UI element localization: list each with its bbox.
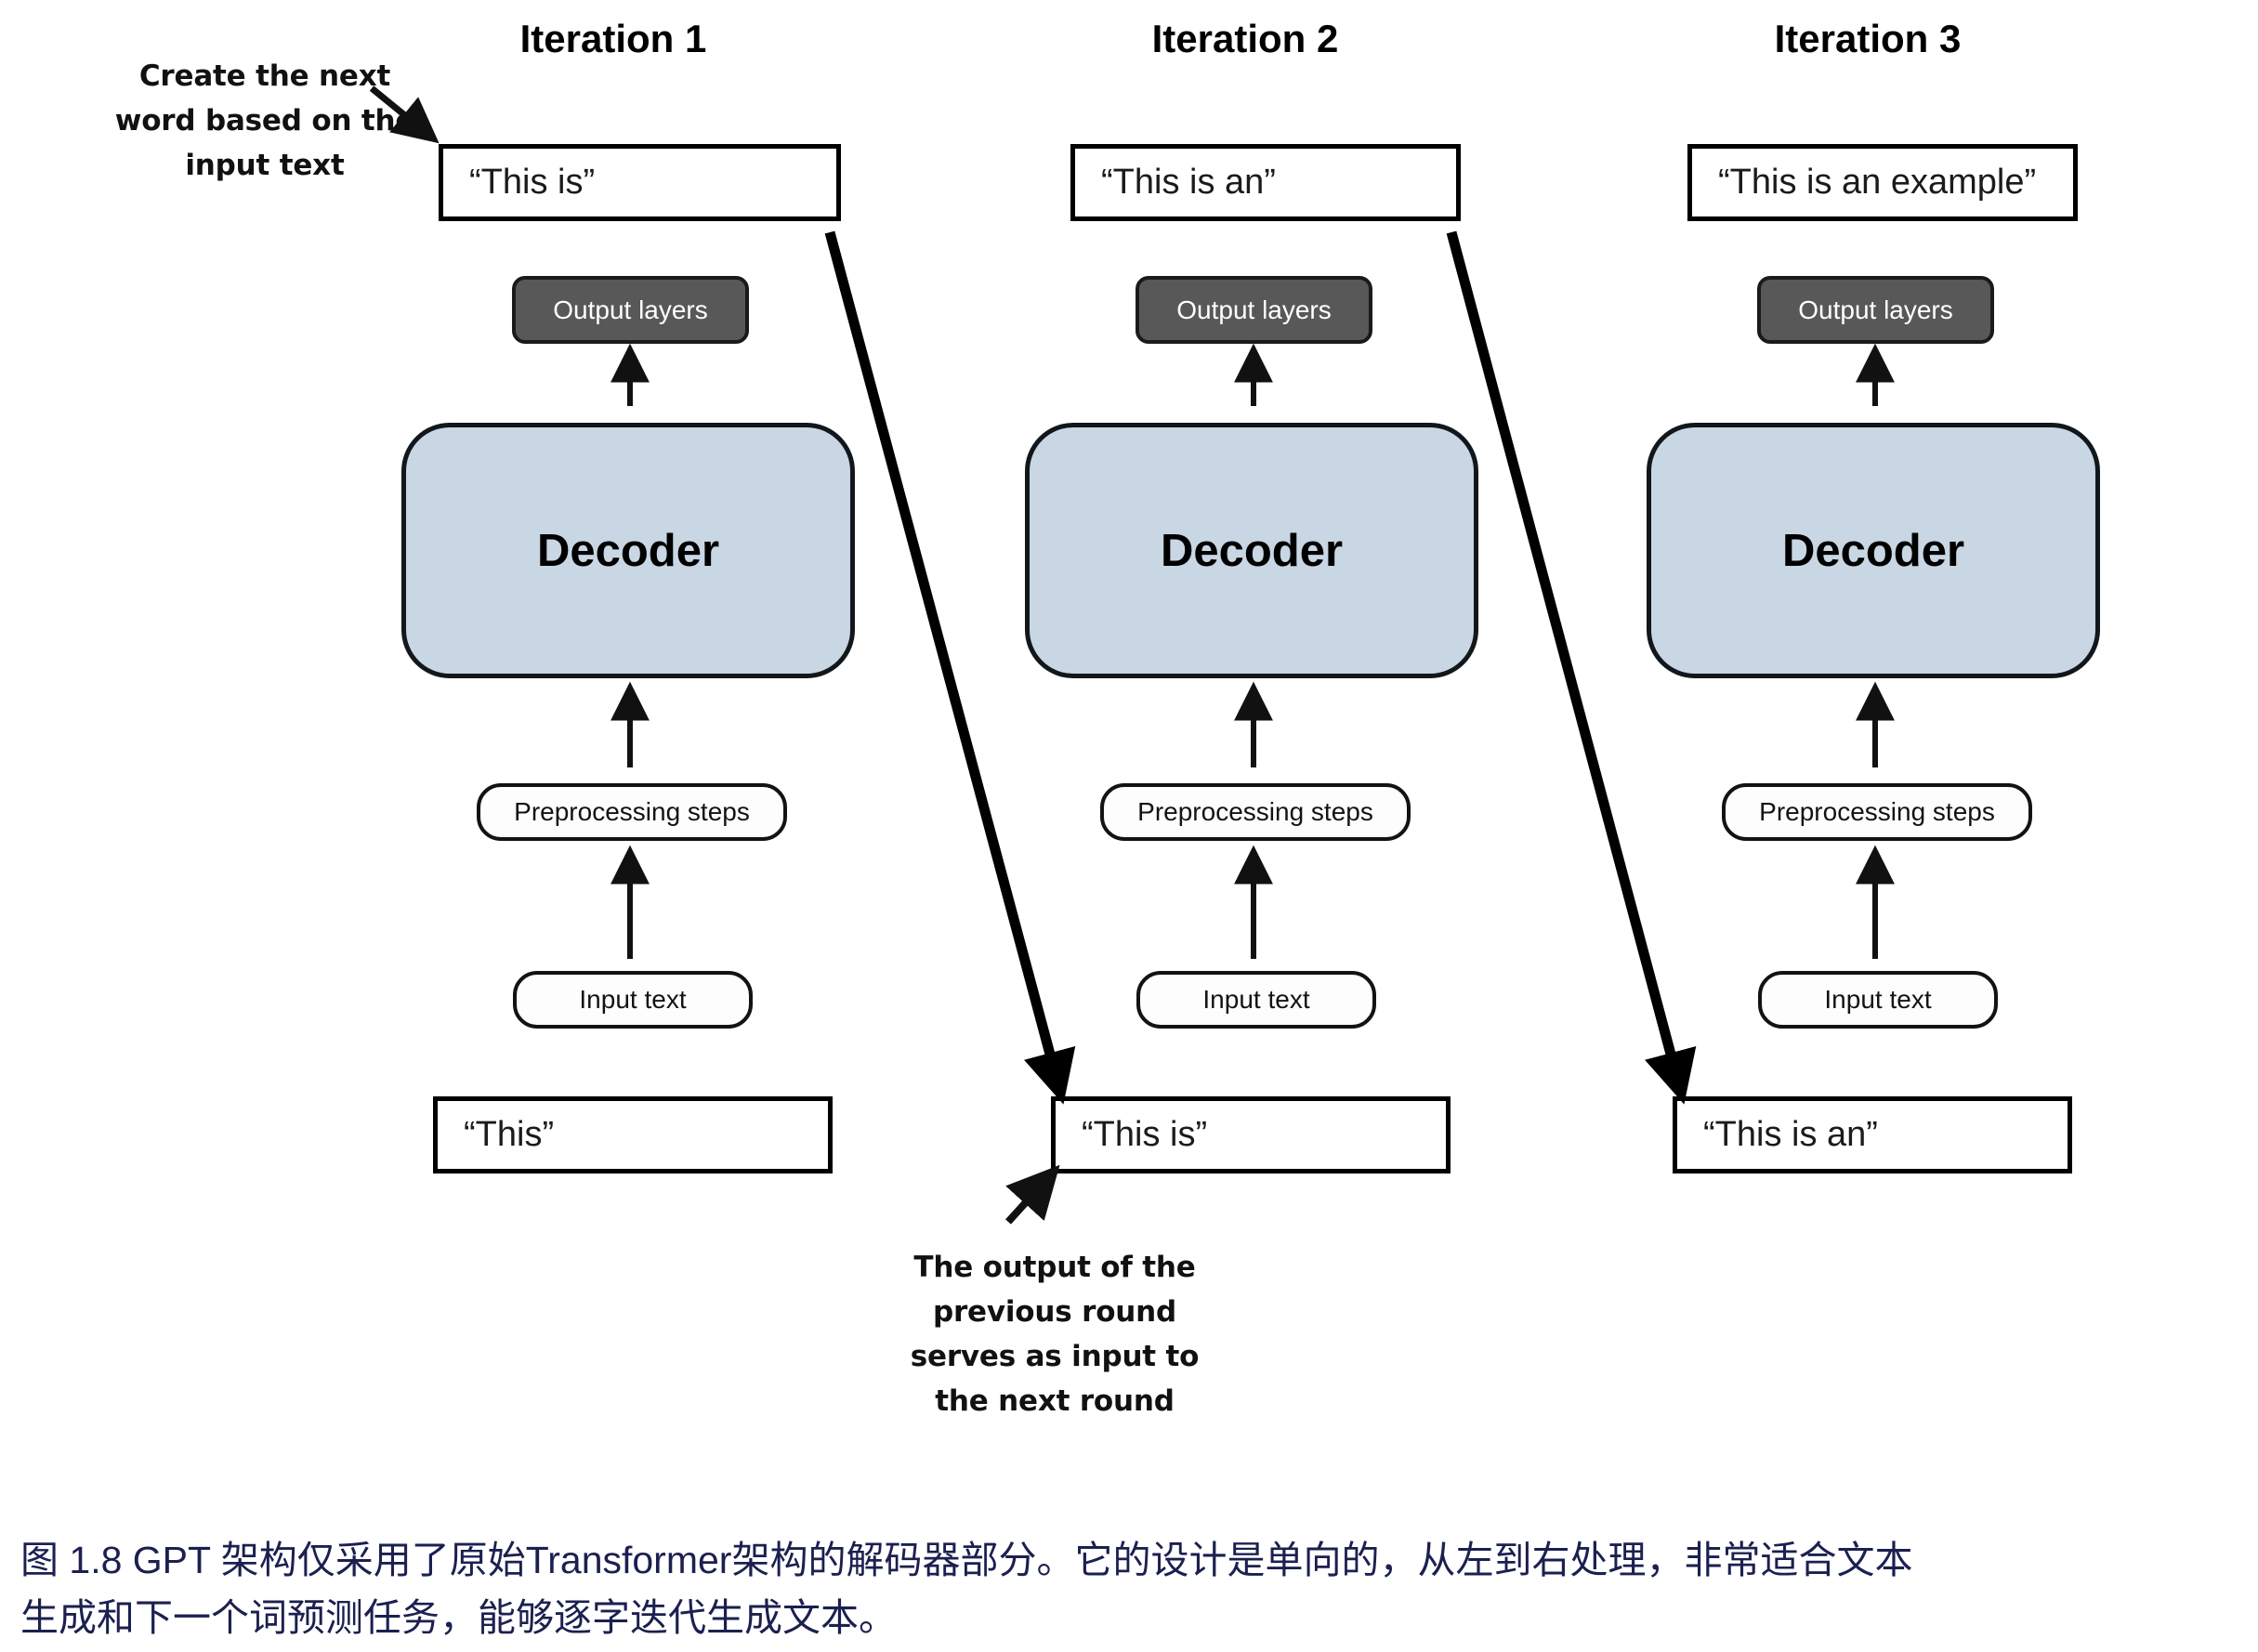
input-value-box-iteration-1: “This” xyxy=(433,1096,833,1173)
preprocessing-box-iteration-3: Preprocessing steps xyxy=(1722,783,2032,841)
output-box-iteration-2: “This is an” xyxy=(1070,144,1461,221)
input-value-box-iteration-2: “This is” xyxy=(1051,1096,1451,1173)
caption-line-2: 生成和下一个词预测任务，能够逐字迭代生成文本。 xyxy=(20,1596,897,1640)
decoder-box-iteration-3: Decoder xyxy=(1647,423,2100,678)
column-title-iteration-1: Iteration 1 xyxy=(519,17,707,60)
decoder-box-iteration-1: Decoder xyxy=(401,423,855,678)
column-title-iteration-3: Iteration 3 xyxy=(1774,17,1962,60)
input-text-box-iteration-1: Input text xyxy=(513,971,753,1029)
annotation-output-feeds-next-round: The output of the previous round serves … xyxy=(910,1251,1200,1419)
input-text-box-iteration-3: Input text xyxy=(1758,971,1998,1029)
arrow-iteration2-output-to-iteration3-input xyxy=(1446,230,1697,1105)
decoder-box-iteration-2: Decoder xyxy=(1025,423,1478,678)
output-box-iteration-3: “This is an example” xyxy=(1687,144,2078,221)
input-value-box-iteration-3: “This is an” xyxy=(1673,1096,2072,1173)
preprocessing-box-iteration-1: Preprocessing steps xyxy=(477,783,787,841)
arrow-iteration1-output-to-iteration2-input xyxy=(824,230,1076,1105)
annotation-arrow-bottom xyxy=(1005,1164,1060,1225)
annotation-create-next-word: Create the next word based on the input … xyxy=(114,59,415,183)
output-layers-box-iteration-2: Output layers xyxy=(1136,276,1372,344)
output-layers-box-iteration-3: Output layers xyxy=(1757,276,1994,344)
input-text-box-iteration-2: Input text xyxy=(1136,971,1376,1029)
figure-caption: 图 1.8 GPT 架构仅采用了原始Transformer架构的解码器部分。它的… xyxy=(20,1531,2241,1647)
column-title-iteration-2: Iteration 2 xyxy=(1151,17,1339,60)
output-layers-box-iteration-1: Output layers xyxy=(512,276,749,344)
preprocessing-box-iteration-2: Preprocessing steps xyxy=(1100,783,1411,841)
caption-line-1: 图 1.8 GPT 架构仅采用了原始Transformer架构的解码器部分。它的… xyxy=(20,1539,1913,1581)
output-box-iteration-1: “This is” xyxy=(439,144,841,221)
